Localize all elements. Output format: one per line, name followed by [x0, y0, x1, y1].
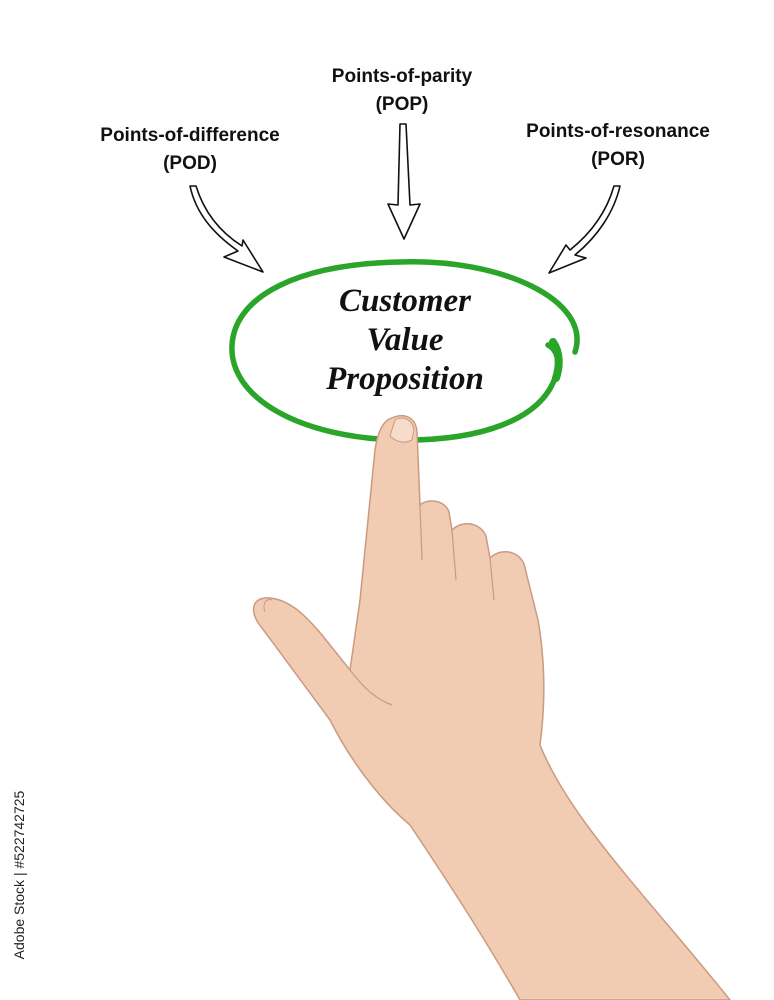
- stock-watermark-text: Adobe Stock | #522742725: [11, 791, 27, 960]
- points-of-difference-label: Points-of-difference (POD): [60, 122, 320, 178]
- points-of-resonance-label: Points-of-resonance (POR): [488, 118, 748, 174]
- arrow-down-left-icon: [549, 186, 620, 273]
- por-abbrev: (POR): [488, 146, 748, 174]
- pod-title: Points-of-difference: [60, 122, 320, 150]
- stock-watermark: Adobe Stock | #522742725: [4, 760, 34, 990]
- center-line-2: Value: [250, 321, 560, 360]
- pointing-hand: [254, 416, 730, 1000]
- center-line-1: Customer: [250, 282, 560, 321]
- customer-value-proposition: Customer Value Proposition: [250, 282, 560, 399]
- arrow-down-icon: [388, 124, 420, 239]
- arrow-down-right-icon: [190, 186, 263, 272]
- pop-abbrev: (POP): [292, 91, 512, 119]
- por-title: Points-of-resonance: [488, 118, 748, 146]
- pop-title: Points-of-parity: [292, 63, 512, 91]
- points-of-parity-label: Points-of-parity (POP): [292, 63, 512, 119]
- center-line-3: Proposition: [250, 360, 560, 399]
- pod-abbrev: (POD): [60, 150, 320, 178]
